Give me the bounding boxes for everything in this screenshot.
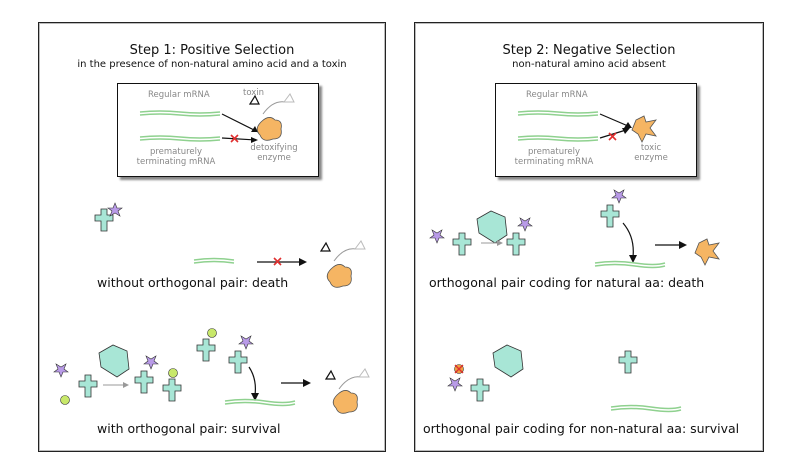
step2-inset-art — [517, 110, 657, 143]
step2-caption-survival: orthogonal pair coding for non-natural a… — [423, 421, 740, 436]
step1-inset-art — [139, 93, 295, 143]
step2-scenes — [429, 189, 720, 413]
trna-charged — [94, 202, 123, 232]
step2-title: Step 2: Negative Selection — [502, 43, 676, 58]
step1-title: Step 1: Positive Selection — [129, 43, 295, 58]
regular-mrna-label: Regular mRNA — [148, 90, 210, 100]
step1-scenes — [53, 202, 370, 414]
regular-mrna-label: Regular mRNA — [526, 90, 588, 100]
step1-caption-death: without orthogonal pair: death — [97, 275, 289, 290]
step2-caption-death: orthogonal pair coding for natural aa: d… — [429, 275, 705, 290]
step1-subtitle: in the presence of non-natural amino aci… — [77, 59, 347, 70]
toxin-label: toxin — [243, 88, 265, 98]
step1-caption-survival: with orthogonal pair: survival — [97, 421, 281, 436]
step2-subtitle: non-natural amino acid absent — [512, 59, 666, 70]
step1-panel: Step 1: Positive Selection in the presen… — [38, 22, 386, 452]
step2-panel: Step 2: Negative Selection non-natural a… — [414, 22, 764, 452]
